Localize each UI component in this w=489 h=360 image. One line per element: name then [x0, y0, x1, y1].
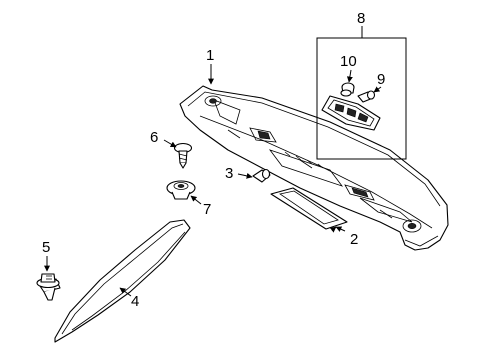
bulb	[357, 90, 376, 103]
leader-9	[373, 86, 382, 93]
callout-6: 6	[150, 129, 158, 146]
pin	[252, 168, 271, 183]
leader-3	[237, 172, 253, 179]
callout-5: 5	[42, 239, 50, 256]
trim-pad	[270, 187, 348, 230]
callout-10: 10	[340, 53, 357, 70]
callout-2: 2	[350, 231, 358, 248]
dome-lamp	[321, 95, 381, 131]
callout-8: 8	[357, 10, 365, 27]
socket	[340, 82, 355, 97]
leader-6	[163, 139, 177, 148]
leader-2	[329, 226, 337, 233]
leader-7	[190, 195, 202, 205]
leader-4	[119, 287, 132, 297]
pillar-trim	[54, 219, 191, 343]
callout-1: 1	[206, 47, 214, 64]
leader-10	[346, 69, 353, 83]
callout-3: 3	[225, 165, 233, 182]
screw	[173, 142, 193, 169]
callout-9: 9	[377, 71, 385, 88]
push-clip	[36, 273, 61, 301]
callout-4: 4	[131, 293, 139, 310]
retainer-nut	[166, 180, 196, 200]
callout-7: 7	[203, 201, 211, 218]
header-trim-panel	[179, 85, 449, 251]
leader-2b	[335, 226, 346, 232]
